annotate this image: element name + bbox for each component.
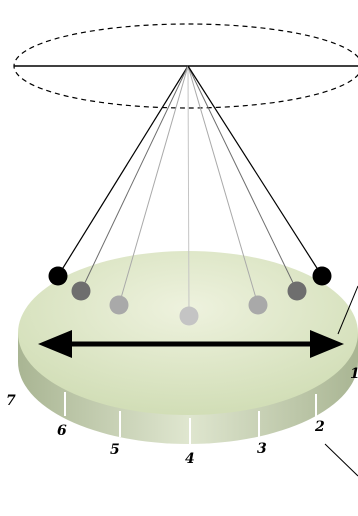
bob-3-right	[248, 295, 268, 315]
arrow-head-right	[310, 330, 344, 358]
swing-arrow	[38, 330, 344, 358]
bob-1-left	[48, 266, 68, 286]
disk-side-dividers	[64, 392, 317, 444]
callout-line-lower	[324, 443, 358, 477]
pendulum-strings	[57, 65, 323, 317]
arrow-head-left	[38, 330, 72, 358]
segment-label-2: 2	[314, 419, 325, 435]
segment-label-3: 3	[257, 441, 267, 457]
bob-4-center	[179, 306, 199, 326]
bob-1-right	[312, 266, 332, 286]
segment-label-5: 5	[110, 442, 120, 458]
segment-label-4: 4	[185, 451, 195, 467]
bob-2-left	[71, 281, 91, 301]
bob-3-left	[109, 295, 129, 315]
segment-label-1: 1	[350, 366, 358, 382]
segment-label-7: 7	[6, 393, 16, 409]
segment-label-6: 6	[57, 423, 67, 439]
callout-line-upper	[337, 285, 358, 335]
bob-2-right	[287, 281, 307, 301]
pendulum-bobs	[48, 266, 332, 326]
disk-top	[18, 251, 358, 415]
